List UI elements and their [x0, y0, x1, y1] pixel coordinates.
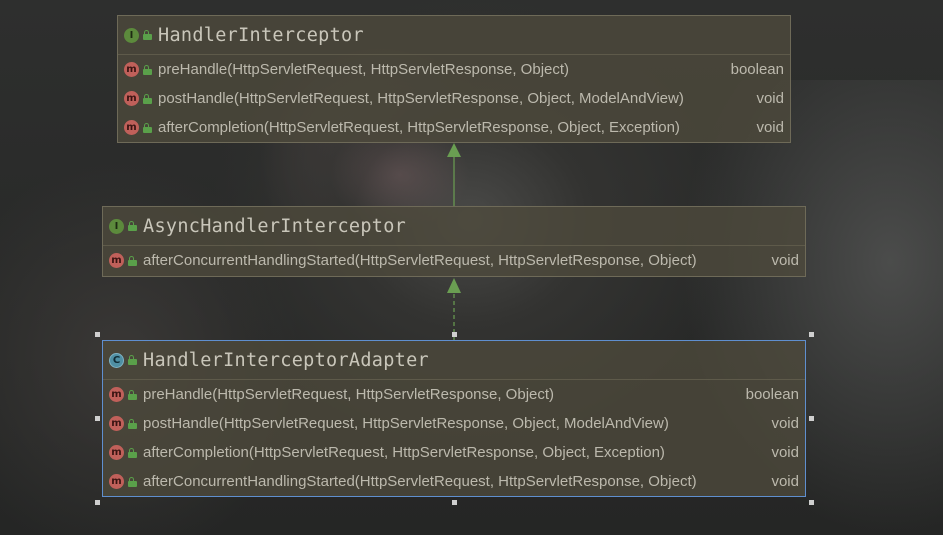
method-return-type: void [756, 119, 784, 136]
class-name: AsyncHandlerInterceptor [143, 215, 407, 237]
extends-arrowhead [447, 143, 461, 157]
class-icon: C [109, 352, 124, 368]
public-lock-icon [143, 30, 152, 40]
public-lock-icon [143, 122, 152, 133]
resize-handle-middle-left[interactable] [95, 416, 100, 421]
method-icon: m [124, 62, 139, 77]
public-lock-icon [128, 389, 137, 400]
resize-handle-bottom-left[interactable] [95, 500, 100, 505]
method-return-type: boolean [745, 386, 799, 403]
public-lock-icon [128, 476, 137, 487]
method-row[interactable]: m afterCompletion(HttpServletRequest, Ht… [118, 113, 790, 142]
resize-handle-middle-right[interactable] [809, 416, 814, 421]
method-signature: preHandle(HttpServletRequest, HttpServle… [143, 386, 555, 403]
class-header[interactable]: I HandlerInterceptor [118, 16, 790, 55]
method-return-type: boolean [730, 61, 784, 78]
resize-handle-top-left[interactable] [95, 332, 100, 337]
resize-handle-bottom-right[interactable] [809, 500, 814, 505]
method-signature: afterConcurrentHandlingStarted(HttpServl… [143, 252, 697, 269]
implements-arrowhead [447, 278, 461, 293]
method-icon: m [109, 445, 124, 460]
public-lock-icon [143, 64, 152, 75]
interface-icon: I [109, 218, 124, 234]
method-return-type: void [756, 90, 784, 107]
method-return-type: void [771, 415, 799, 432]
class-header[interactable]: I AsyncHandlerInterceptor [103, 207, 805, 246]
uml-interface-async-handler-interceptor[interactable]: I AsyncHandlerInterceptor m afterConcurr… [102, 206, 806, 277]
method-icon: m [109, 387, 124, 402]
method-row[interactable]: m afterCompletion(HttpServletRequest, Ht… [103, 438, 805, 467]
interface-icon: I [124, 27, 139, 43]
uml-class-handler-interceptor-adapter[interactable]: C HandlerInterceptorAdapter m preHandle(… [102, 340, 806, 497]
resize-handle-bottom-center[interactable] [452, 500, 457, 505]
method-signature: afterCompletion(HttpServletRequest, Http… [158, 119, 680, 136]
class-header[interactable]: C HandlerInterceptorAdapter [103, 341, 805, 380]
public-lock-icon [128, 221, 137, 231]
public-lock-icon [128, 418, 137, 429]
method-signature: postHandle(HttpServletRequest, HttpServl… [158, 90, 684, 107]
method-row[interactable]: m afterConcurrentHandlingStarted(HttpSer… [103, 246, 805, 275]
method-row[interactable]: m preHandle(HttpServletRequest, HttpServ… [103, 380, 805, 409]
method-icon: m [124, 91, 139, 106]
public-lock-icon [128, 447, 137, 458]
method-row[interactable]: m postHandle(HttpServletRequest, HttpSer… [103, 409, 805, 438]
method-signature: preHandle(HttpServletRequest, HttpServle… [158, 61, 570, 78]
method-row[interactable]: m postHandle(HttpServletRequest, HttpSer… [118, 84, 790, 113]
method-icon: m [109, 253, 124, 268]
method-signature: afterCompletion(HttpServletRequest, Http… [143, 444, 665, 461]
class-name: HandlerInterceptorAdapter [143, 349, 429, 371]
method-return-type: void [771, 473, 799, 490]
public-lock-icon [128, 255, 137, 266]
method-icon: m [109, 474, 124, 489]
public-lock-icon [128, 355, 137, 365]
method-return-type: void [771, 252, 799, 269]
method-icon: m [124, 120, 139, 135]
method-row[interactable]: m afterConcurrentHandlingStarted(HttpSer… [103, 467, 805, 496]
class-name: HandlerInterceptor [158, 24, 364, 46]
uml-interface-handler-interceptor[interactable]: I HandlerInterceptor m preHandle(HttpSer… [117, 15, 791, 143]
method-return-type: void [771, 444, 799, 461]
method-signature: afterConcurrentHandlingStarted(HttpServl… [143, 473, 697, 490]
resize-handle-top-right[interactable] [809, 332, 814, 337]
resize-handle-top-center[interactable] [452, 332, 457, 337]
public-lock-icon [143, 93, 152, 104]
method-icon: m [109, 416, 124, 431]
method-signature: postHandle(HttpServletRequest, HttpServl… [143, 415, 669, 432]
method-row[interactable]: m preHandle(HttpServletRequest, HttpServ… [118, 55, 790, 84]
